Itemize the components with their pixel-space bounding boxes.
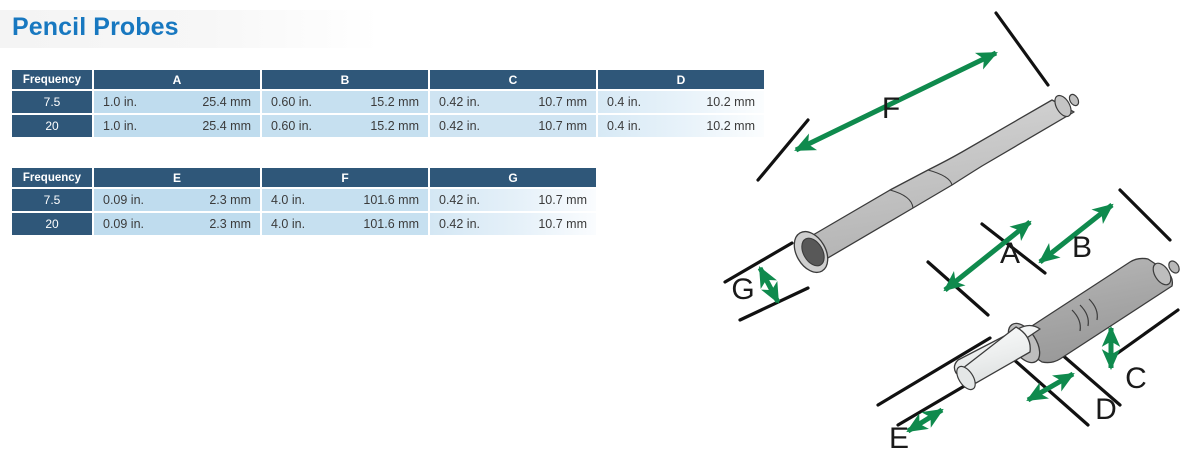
value-inches: 0.42 in. [439, 193, 481, 207]
dimension-arrow-b [1038, 203, 1114, 264]
table-header-row: Frequency A B C D [12, 70, 766, 91]
pencil-probe-illustration: F G [700, 0, 1200, 467]
dimension-arrow-g [757, 266, 781, 304]
cell-b: 0.60 in. 15.2 mm [262, 115, 430, 139]
value-millimeters: 2.3 mm [209, 217, 251, 231]
dimension-arrow-f [794, 50, 998, 153]
value-millimeters: 15.2 mm [370, 95, 419, 109]
table-row: 20 0.09 in. 2.3 mm 4.0 in. 101.6 mm 0.42… [12, 213, 598, 237]
dimension-label-e: E [889, 422, 909, 455]
value-inches: 0.4 in. [607, 119, 642, 133]
value-millimeters: 15.2 mm [370, 119, 419, 133]
value-millimeters: 2.3 mm [209, 193, 251, 207]
dimension-label-c: C [1125, 362, 1147, 395]
value-inches: 1.0 in. [103, 95, 138, 109]
probe-body-shape [793, 93, 1080, 274]
value-inches: 0.4 in. [607, 95, 642, 109]
dimension-label-g: G [731, 273, 754, 306]
value-millimeters: 10.7 mm [538, 193, 587, 207]
value-millimeters: 10.7 mm [538, 95, 587, 109]
dimension-arrow-a [943, 220, 1032, 292]
value-millimeters: 10.2 mm [706, 95, 755, 109]
cell-c: 0.42 in. 10.7 mm [430, 91, 598, 115]
cell-g: 0.42 in. 10.7 mm [430, 213, 598, 237]
cell-c: 0.42 in. 10.7 mm [430, 115, 598, 139]
value-inches: 0.09 in. [103, 193, 145, 207]
page-title: Pencil Probes [12, 13, 179, 41]
value-millimeters: 25.4 mm [202, 119, 251, 133]
dimension-label-f: F [882, 92, 900, 125]
value-millimeters: 10.2 mm [706, 119, 755, 133]
cell-e: 0.09 in. 2.3 mm [94, 189, 262, 213]
dimension-label-b: B [1072, 231, 1092, 264]
value-inches: 4.0 in. [271, 217, 306, 231]
value-millimeters: 101.6 mm [363, 217, 419, 231]
cell-e: 0.09 in. 2.3 mm [94, 213, 262, 237]
table-row: 7.5 1.0 in. 25.4 mm 0.60 in. 15.2 mm 0.4… [12, 91, 766, 115]
column-header-frequency: Frequency [12, 70, 94, 91]
column-header-d: D [598, 70, 766, 91]
cell-d: 0.4 in. 10.2 mm [598, 115, 766, 139]
dimensions-table-efg: Frequency E F G 7.5 0.09 in. 2.3 mm 4.0 … [12, 168, 598, 237]
dimension-label-d: D [1095, 393, 1117, 426]
cell-a: 1.0 in. 25.4 mm [94, 91, 262, 115]
value-inches: 0.09 in. [103, 217, 145, 231]
value-inches: 0.42 in. [439, 119, 481, 133]
value-inches: 0.60 in. [271, 95, 313, 109]
dimension-arrow-e [906, 407, 944, 434]
g-leader-lines [723, 241, 810, 322]
column-header-a: A [94, 70, 262, 91]
probe-long-body-graphic: F G [723, 11, 1080, 322]
table-row: 7.5 0.09 in. 2.3 mm 4.0 in. 101.6 mm 0.4… [12, 189, 598, 213]
value-millimeters: 10.7 mm [538, 217, 587, 231]
value-inches: 1.0 in. [103, 119, 138, 133]
cell-frequency: 20 [12, 213, 94, 237]
dimension-label-a: A [1000, 237, 1020, 270]
value-inches: 0.42 in. [439, 95, 481, 109]
probe-tip-body-shape [953, 257, 1180, 391]
table-header-row: Frequency E F G [12, 168, 598, 189]
value-millimeters: 101.6 mm [363, 193, 419, 207]
column-header-g: G [430, 168, 598, 189]
column-header-f: F [262, 168, 430, 189]
value-inches: 0.42 in. [439, 217, 481, 231]
probe-tip-graphic: A B C D E [876, 188, 1180, 455]
value-inches: 4.0 in. [271, 193, 306, 207]
column-header-c: C [430, 70, 598, 91]
cell-f: 4.0 in. 101.6 mm [262, 189, 430, 213]
column-header-e: E [94, 168, 262, 189]
cell-f: 4.0 in. 101.6 mm [262, 213, 430, 237]
value-millimeters: 25.4 mm [202, 95, 251, 109]
value-inches: 0.60 in. [271, 119, 313, 133]
cell-b: 0.60 in. 15.2 mm [262, 91, 430, 115]
value-millimeters: 10.7 mm [538, 119, 587, 133]
dimensions-table-abcd: Frequency A B C D 7.5 1.0 in. 25.4 mm 0.… [12, 70, 766, 139]
table-row: 20 1.0 in. 25.4 mm 0.60 in. 15.2 mm 0.42… [12, 115, 766, 139]
title-band [0, 10, 380, 48]
cell-frequency: 7.5 [12, 189, 94, 213]
column-header-b: B [262, 70, 430, 91]
cell-frequency: 20 [12, 115, 94, 139]
cell-d: 0.4 in. 10.2 mm [598, 91, 766, 115]
column-header-frequency: Frequency [12, 168, 94, 189]
cell-g: 0.42 in. 10.7 mm [430, 189, 598, 213]
cell-frequency: 7.5 [12, 91, 94, 115]
cell-a: 1.0 in. 25.4 mm [94, 115, 262, 139]
dimension-arrow-d [1026, 371, 1075, 403]
